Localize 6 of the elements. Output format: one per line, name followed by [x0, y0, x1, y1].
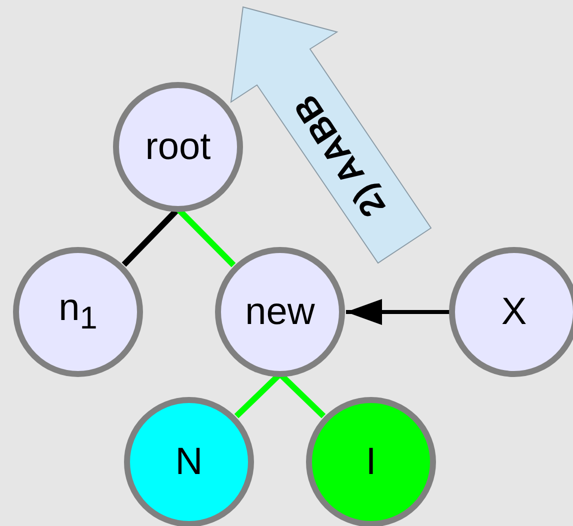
node-label: I: [366, 440, 376, 484]
node-label: root: [145, 126, 211, 168]
node-label: new: [245, 290, 315, 334]
node-label: X: [501, 290, 527, 334]
node-label: n$_{1}$: [58, 287, 98, 337]
node-label: N: [175, 440, 203, 484]
